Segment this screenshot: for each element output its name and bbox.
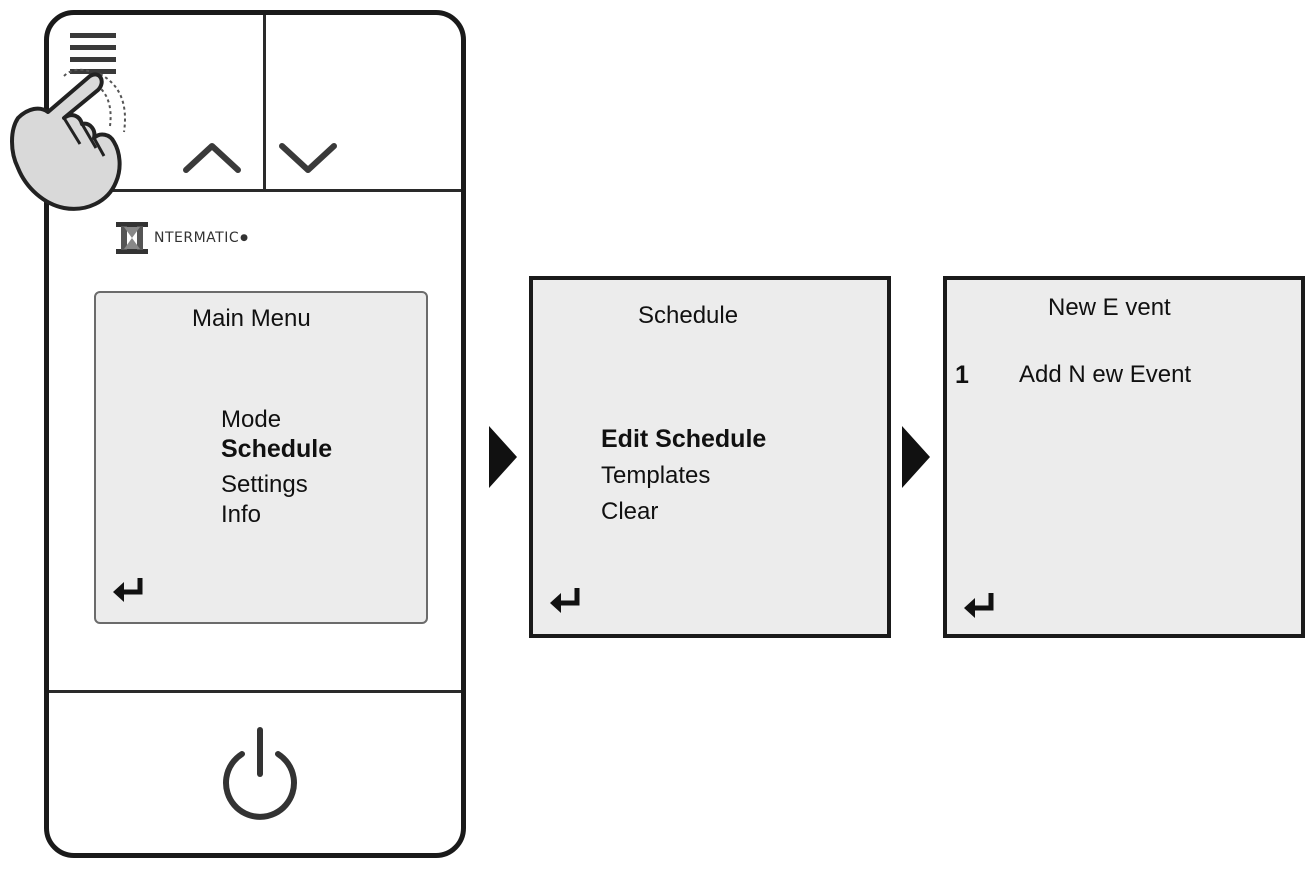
chevron-up-icon[interactable] [180,136,246,180]
event-number: 1 [955,361,969,389]
schedule-screen: Schedule Edit Schedule Templates Clear [529,276,891,638]
button-divider-vertical [263,15,266,191]
menu-item-edit-schedule[interactable]: Edit Schedule [601,425,767,453]
menu-item-add-new-event[interactable]: Add N ew Event [1019,361,1192,388]
menu-button[interactable] [50,16,260,188]
power-icon[interactable] [212,722,308,822]
menu-item-schedule[interactable]: Schedule [221,435,333,463]
pointing-hand-icon [10,68,126,211]
brand-text: NTERMATIC [154,230,240,246]
flow-arrow-icon [902,426,930,488]
main-menu-title: Main Menu [192,305,311,332]
new-event-screen: New E vent 1 Add N ew Event [943,276,1305,638]
main-menu-screen: Main Menu Mode Schedule Settings Info [94,291,428,624]
return-arrow-icon[interactable] [547,585,587,617]
intermatic-logo-icon [116,222,148,254]
brand-logo: NTERMATIC ● [112,218,352,258]
new-event-title: New E vent [1048,294,1171,321]
power-divider [49,690,461,693]
brand-registered-mark: ● [240,233,249,243]
menu-item-info[interactable]: Info [221,501,262,528]
flow-arrow-icon [489,426,517,488]
return-arrow-icon[interactable] [110,575,150,605]
button-divider-horizontal [109,189,461,192]
hamburger-menu-icon [70,33,116,74]
schedule-title: Schedule [638,302,739,329]
menu-item-clear[interactable]: Clear [601,498,659,525]
return-arrow-icon[interactable] [961,590,1001,622]
menu-item-mode[interactable]: Mode [221,406,282,433]
menu-item-templates[interactable]: Templates [601,462,711,489]
menu-item-settings[interactable]: Settings [221,471,308,498]
chevron-down-icon[interactable] [276,136,342,180]
